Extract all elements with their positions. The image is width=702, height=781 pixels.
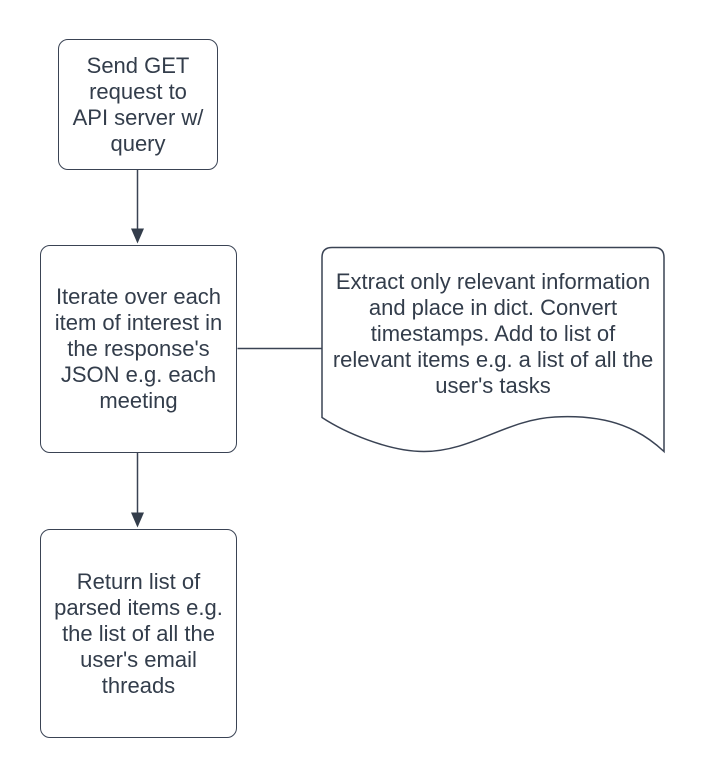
node-extract-relevant-info: Extract only relevant information and pl… (322, 247, 664, 420)
node-label: Iterate over each item of interest in th… (54, 284, 223, 413)
node-return-parsed-list: Return list of parsed items e.g. the lis… (40, 529, 237, 738)
connector-send-to-iterate (131, 170, 144, 244)
node-label: Return list of parsed items e.g. the lis… (54, 568, 223, 698)
node-label: Send GET request to API server w/ query (72, 52, 204, 156)
node-iterate-items: Iterate over each item of interest in th… (40, 245, 237, 453)
node-send-get-request: Send GET request to API server w/ query (58, 39, 218, 170)
node-label: Extract only relevant information and pl… (332, 268, 654, 398)
connector-iterate-to-return (131, 453, 144, 528)
arrowhead-icon (131, 228, 144, 244)
arrowhead-icon (131, 512, 144, 528)
